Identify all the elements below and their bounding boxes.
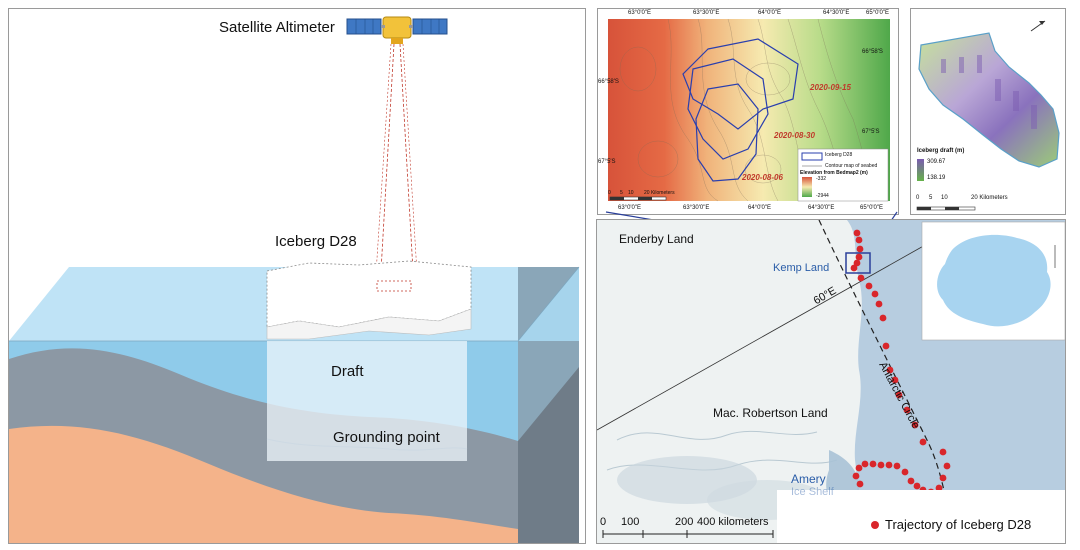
schematic-diagram: [9, 16, 580, 543]
meridian-60e: [597, 243, 928, 431]
scale-tick-5: 5: [620, 190, 623, 196]
grounding-label: Grounding point: [333, 429, 440, 446]
draft-scale-10: 10: [941, 195, 948, 201]
iceberg-trajectory: [850, 229, 951, 496]
scale-tick-20: 20 Kilometers: [644, 190, 675, 196]
region-scale-0: 0: [600, 516, 607, 528]
satellite-icon: [346, 16, 448, 44]
label-enderby-land: Enderby Land: [619, 232, 694, 246]
satellite-label: Satellite Altimeter: [219, 19, 335, 36]
iceberg-top: [266, 260, 472, 328]
iceberg-draft-raster: [918, 32, 1060, 168]
antarctica-inset: [921, 221, 1065, 341]
lat-tick-left-1: 66°58'S: [598, 79, 619, 85]
iceberg-label: Iceberg D28: [275, 233, 357, 250]
lat-tick-right-1: 66°58'S: [862, 49, 883, 55]
lon-tick-bottom-3: 64°0'0"E: [748, 205, 772, 211]
altimeter-beam: [374, 43, 419, 290]
iceberg-submerged: [267, 341, 467, 461]
draft-legend-min: 138.19: [927, 175, 946, 181]
region-scale-200: 200: [675, 516, 694, 528]
draft-legend-swatch: [917, 159, 924, 181]
lon-tick-bottom-5: 65°0'0"E: [860, 205, 884, 211]
legend-iceberg: Iceberg D28: [825, 152, 853, 158]
label-mac-robertson-land: Mac. Robertson Land: [713, 406, 828, 420]
draft-map-panel: Iceberg draft (m) 309.67 138.19 0 5 10 2…: [910, 8, 1066, 215]
date-label-2: 2020-08-30: [774, 131, 815, 140]
lon-tick-top-2: 63°30'0"E: [693, 10, 720, 16]
lat-tick-left-2: 67°5'S: [598, 159, 616, 165]
zoom-box: [845, 252, 871, 274]
lon-tick-bottom-4: 64°30'0"E: [808, 205, 835, 211]
elevation-map: [608, 18, 890, 202]
elevation-legend: [797, 148, 889, 202]
label-amery-ice-shelf: Ice Shelf: [791, 486, 834, 498]
iceberg-outlines: [682, 38, 799, 182]
sediment-layer: [9, 425, 518, 543]
region-scale-100: 100: [621, 516, 640, 528]
draft-legend-title: Iceberg draft (m): [917, 148, 965, 154]
legend-elev-min: -2944: [816, 193, 829, 199]
label-kemp-land: Kemp Land: [773, 262, 830, 274]
label-amery: Amery: [791, 472, 826, 486]
scale-tick-10: 10: [628, 190, 634, 196]
legend-elev-max: -332: [816, 176, 827, 182]
lon-tick-bottom-1: 63°0'0"E: [618, 205, 642, 211]
scale-tick-0: 0: [608, 190, 611, 196]
draft-scale-20: 20 Kilometers: [971, 195, 1008, 201]
draft-scale-0: 0: [916, 195, 920, 201]
legend-contour: Contour map of seabed: [825, 163, 878, 169]
draft-legend-max: 309.67: [927, 159, 946, 165]
trajectory-legend-marker: [871, 521, 879, 529]
lon-tick-top-5: 65°0'0"E: [866, 10, 890, 16]
elevation-map-panel: 63°0'0"E 63°30'0"E 64°0'0"E 64°30'0"E 65…: [597, 8, 899, 215]
region-map-panel: Enderby Land Kemp Land 60°E Antarctic Ci…: [596, 219, 1066, 544]
legend-elevation-title: Elevation from Bedmap2 (m): [800, 170, 868, 176]
region-scale-400: 400 kilometers: [697, 516, 769, 528]
region-map: [597, 220, 1065, 543]
draft-scale-5: 5: [929, 195, 933, 201]
north-arrow-icon: [1030, 20, 1046, 32]
trajectory-legend-label: Trajectory of Iceberg D28: [885, 517, 1032, 532]
lon-tick-top-4: 64°30'0"E: [823, 10, 850, 16]
region-scale-bar: [602, 530, 774, 538]
schematic-panel: Satellite Altimeter Iceberg D28 Draft Gr…: [8, 8, 586, 544]
lon-tick-top-3: 64°0'0"E: [758, 10, 782, 16]
draft-scale-bar: [916, 206, 976, 211]
date-label-3: 2020-08-06: [742, 173, 783, 182]
lon-tick-top-1: 63°0'0"E: [628, 10, 652, 16]
lat-tick-right-2: 67°5'S: [862, 129, 880, 135]
draft-label: Draft: [331, 363, 364, 380]
elevation-scale-bar: [609, 196, 667, 201]
trajectory-legend-bg: [777, 490, 1065, 543]
draft-map: [916, 20, 1060, 211]
lon-tick-bottom-2: 63°30'0"E: [683, 205, 710, 211]
date-label-1: 2020-09-15: [810, 83, 851, 92]
